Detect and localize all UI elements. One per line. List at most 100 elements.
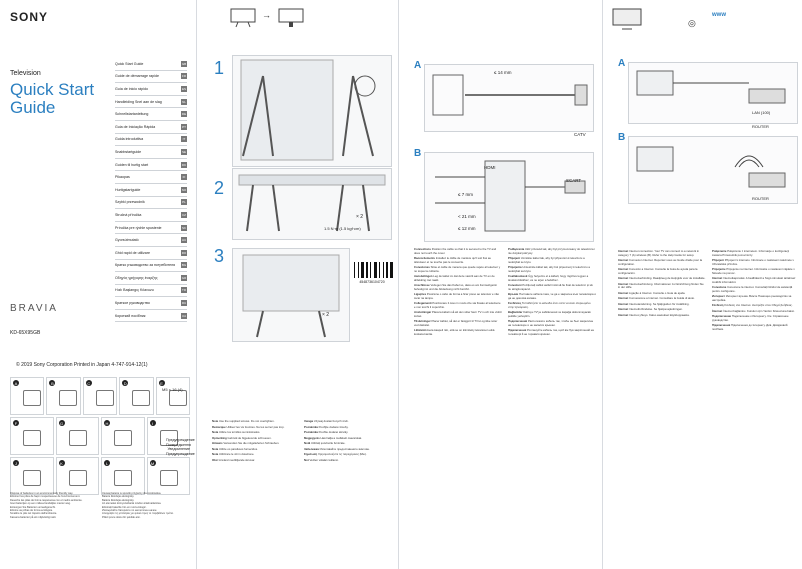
cable-length-label: ≤ 7 mm	[458, 192, 473, 197]
language-name: Οδηγός γρήγορης έναρξης	[115, 275, 158, 280]
paragraph-body: Internet connection. Your TV can connect…	[618, 249, 700, 257]
paragraph-body: Internetverbindung. Informationen zur Ei…	[618, 281, 704, 289]
language-row: Stručná příručka CZ	[115, 209, 187, 222]
language-name: Короткий посібник	[115, 313, 146, 318]
language-code-badge: IT	[181, 136, 187, 143]
instruction-paragraph: Tilslutninger Placer kablet, så det er f…	[414, 319, 502, 327]
globe-icon: ◎	[688, 18, 696, 28]
paragraph-title: Връзки	[508, 292, 519, 296]
instruction-paragraph: Conexiune Conexiune la internet. Consult…	[712, 285, 798, 293]
page-title: Quick Start Guide	[10, 81, 186, 117]
instruction-paragraph: Podłączenia Ułóż przewód tak, aby był pr…	[508, 247, 596, 255]
hdmi-label: HDMI	[484, 165, 496, 170]
tv-icon	[612, 8, 642, 32]
instruction-paragraph: Интернет Интернет връзка. Вижте Помощно …	[712, 294, 798, 302]
paragraph-title: Подключение	[712, 314, 732, 318]
part-letter-badge: A	[13, 380, 19, 386]
paragraph-body: Ułóż przewód tak, aby był przymocowany d…	[508, 247, 595, 255]
paragraph-title: Pripojenie	[712, 267, 726, 271]
paragraph-title: Σύνδεση	[712, 303, 724, 307]
language-name: Краткое руководство	[115, 301, 150, 306]
paragraph-title: Internet	[618, 307, 629, 311]
instruction-paragraph: Připojení Připojení k internetu. Informa…	[712, 258, 798, 266]
part-letter-badge: B	[49, 380, 56, 386]
part-letter-badge: G	[58, 420, 65, 426]
connections-col-1: Connections Position the cable so that i…	[414, 247, 502, 338]
step-number-2: 2	[214, 178, 225, 198]
instruction-paragraph: Internet Internet-yhteys. Katso asetukse…	[618, 313, 706, 318]
barcode-bar	[383, 262, 384, 278]
paragraph-body: Použijte dodané šrouby.	[318, 424, 349, 429]
paragraph-title: Notă	[304, 441, 311, 445]
paragraph-body: Umiestnite kábel tak, aby bol pripevnený…	[508, 265, 590, 273]
part-letter-badge: E	[158, 380, 165, 386]
paragraph-title: Internet	[618, 281, 629, 286]
language-name: Stručná příručka	[115, 212, 142, 217]
paragraph-body: Position the cable so that it is secured…	[414, 247, 497, 255]
connections-col-2: Podłączenia Ułóż przewód tak, aby był pr…	[508, 247, 596, 338]
instruction-paragraph: Internet Internetforbindelse. Se hjælpev…	[618, 307, 706, 312]
language-name: Кратко ръководство за потребителя	[115, 263, 176, 268]
language-code-badge: SK	[181, 224, 187, 231]
fine-print-line: Deseche las pilas de forma respetuosa co…	[10, 498, 83, 502]
language-name: Pikaopas	[115, 175, 130, 180]
part-illustration	[23, 430, 41, 446]
screw-count-label: × 2	[356, 214, 364, 220]
paragraph-body: Umístěte kabel tak, aby byl připevněn k …	[508, 256, 585, 264]
supplied-part: F	[10, 417, 54, 455]
fold-line	[196, 0, 197, 569]
warning-label: Предупреждение	[166, 438, 195, 442]
paragraph-body: Розташуйте кабель так, щоб він був закрі…	[508, 328, 594, 336]
instruction-paragraph: Note Use the supplied screws. Do not ove…	[212, 419, 298, 424]
paragraph-title: Opmerking	[212, 435, 227, 440]
language-name: Gyorsútmutató	[115, 238, 139, 243]
instruction-paragraph: Nota Utilize os parafusos fornecidos.	[212, 446, 298, 452]
part-illustration	[114, 470, 132, 486]
supplied-part: E	[155, 377, 191, 415]
part-letter-badge: I	[149, 420, 156, 426]
paragraph-title: Pripojenia	[508, 265, 522, 269]
instruction-paragraph: Pripojenia Umiestnite kábel tak, aby bol…	[508, 265, 596, 273]
instruction-paragraph: Internet Internetverbindung. Information…	[618, 281, 706, 290]
supplied-part: B	[46, 377, 81, 415]
fine-print-line: Pilleri çevre dostu bir şekilde atın.	[102, 515, 141, 519]
screw-size-label: M5 × 16 (4)	[162, 387, 183, 392]
paragraph-body: Używaj dostarczonych śrub.	[313, 419, 349, 423]
paragraph-body: Расположите кабель так, чтобы он был зак…	[508, 319, 594, 327]
paragraph-body: Kabloyu TV'ye sabitlenecek ve kapağa dok…	[508, 310, 591, 318]
paragraph-body: Använd medföljande skruvar.	[219, 457, 256, 462]
paragraph-title: Підключення	[712, 323, 731, 327]
barcode-bar	[361, 262, 364, 278]
language-code-badge: CZ	[181, 211, 187, 218]
instruction-paragraph: Conexiones Sitúe el cable de manera que …	[414, 265, 502, 273]
paragraph-body: Internetkapcsolat. A beállításról a Súgó…	[712, 276, 796, 284]
instruction-paragraph: Połączenie Połączenie z internetem. Info…	[712, 249, 798, 257]
instruction-paragraph: Nota Utilizzare le viti in dotazione.	[212, 452, 298, 457]
fine-print-line: Изхвърляйте батериите по екологичен начи…	[102, 509, 158, 513]
instruction-paragraph: Internet Conexión a Internet. Consulte l…	[618, 267, 706, 275]
step-3-illustration	[232, 248, 350, 342]
part-illustration	[23, 470, 41, 486]
diagram-label-a: A	[618, 58, 626, 69]
language-name: Hurtigstartguide	[115, 187, 141, 192]
cover-panel: SONY Television Quick Start Guide BRAVIA…	[0, 0, 196, 569]
paragraph-body: Internetforbindelse. Se hjælpevejledning…	[629, 307, 683, 311]
supplied-part: J	[10, 457, 54, 495]
fine-print-line: Baterie likvidujte ekologicky.	[102, 495, 135, 499]
paragraph-title: Nota	[212, 446, 219, 451]
paragraph-body: Gebruik de bijgeleverde schroeven.	[227, 435, 272, 440]
paragraph-title: Забележка	[304, 446, 319, 451]
instruction-paragraph: Nota Utilice los tornillos suministrados…	[212, 430, 298, 435]
instruction-paragraph: Internet Connessione a Internet. Consult…	[618, 296, 706, 301]
language-name: Guía de inicio rápido	[115, 86, 148, 91]
